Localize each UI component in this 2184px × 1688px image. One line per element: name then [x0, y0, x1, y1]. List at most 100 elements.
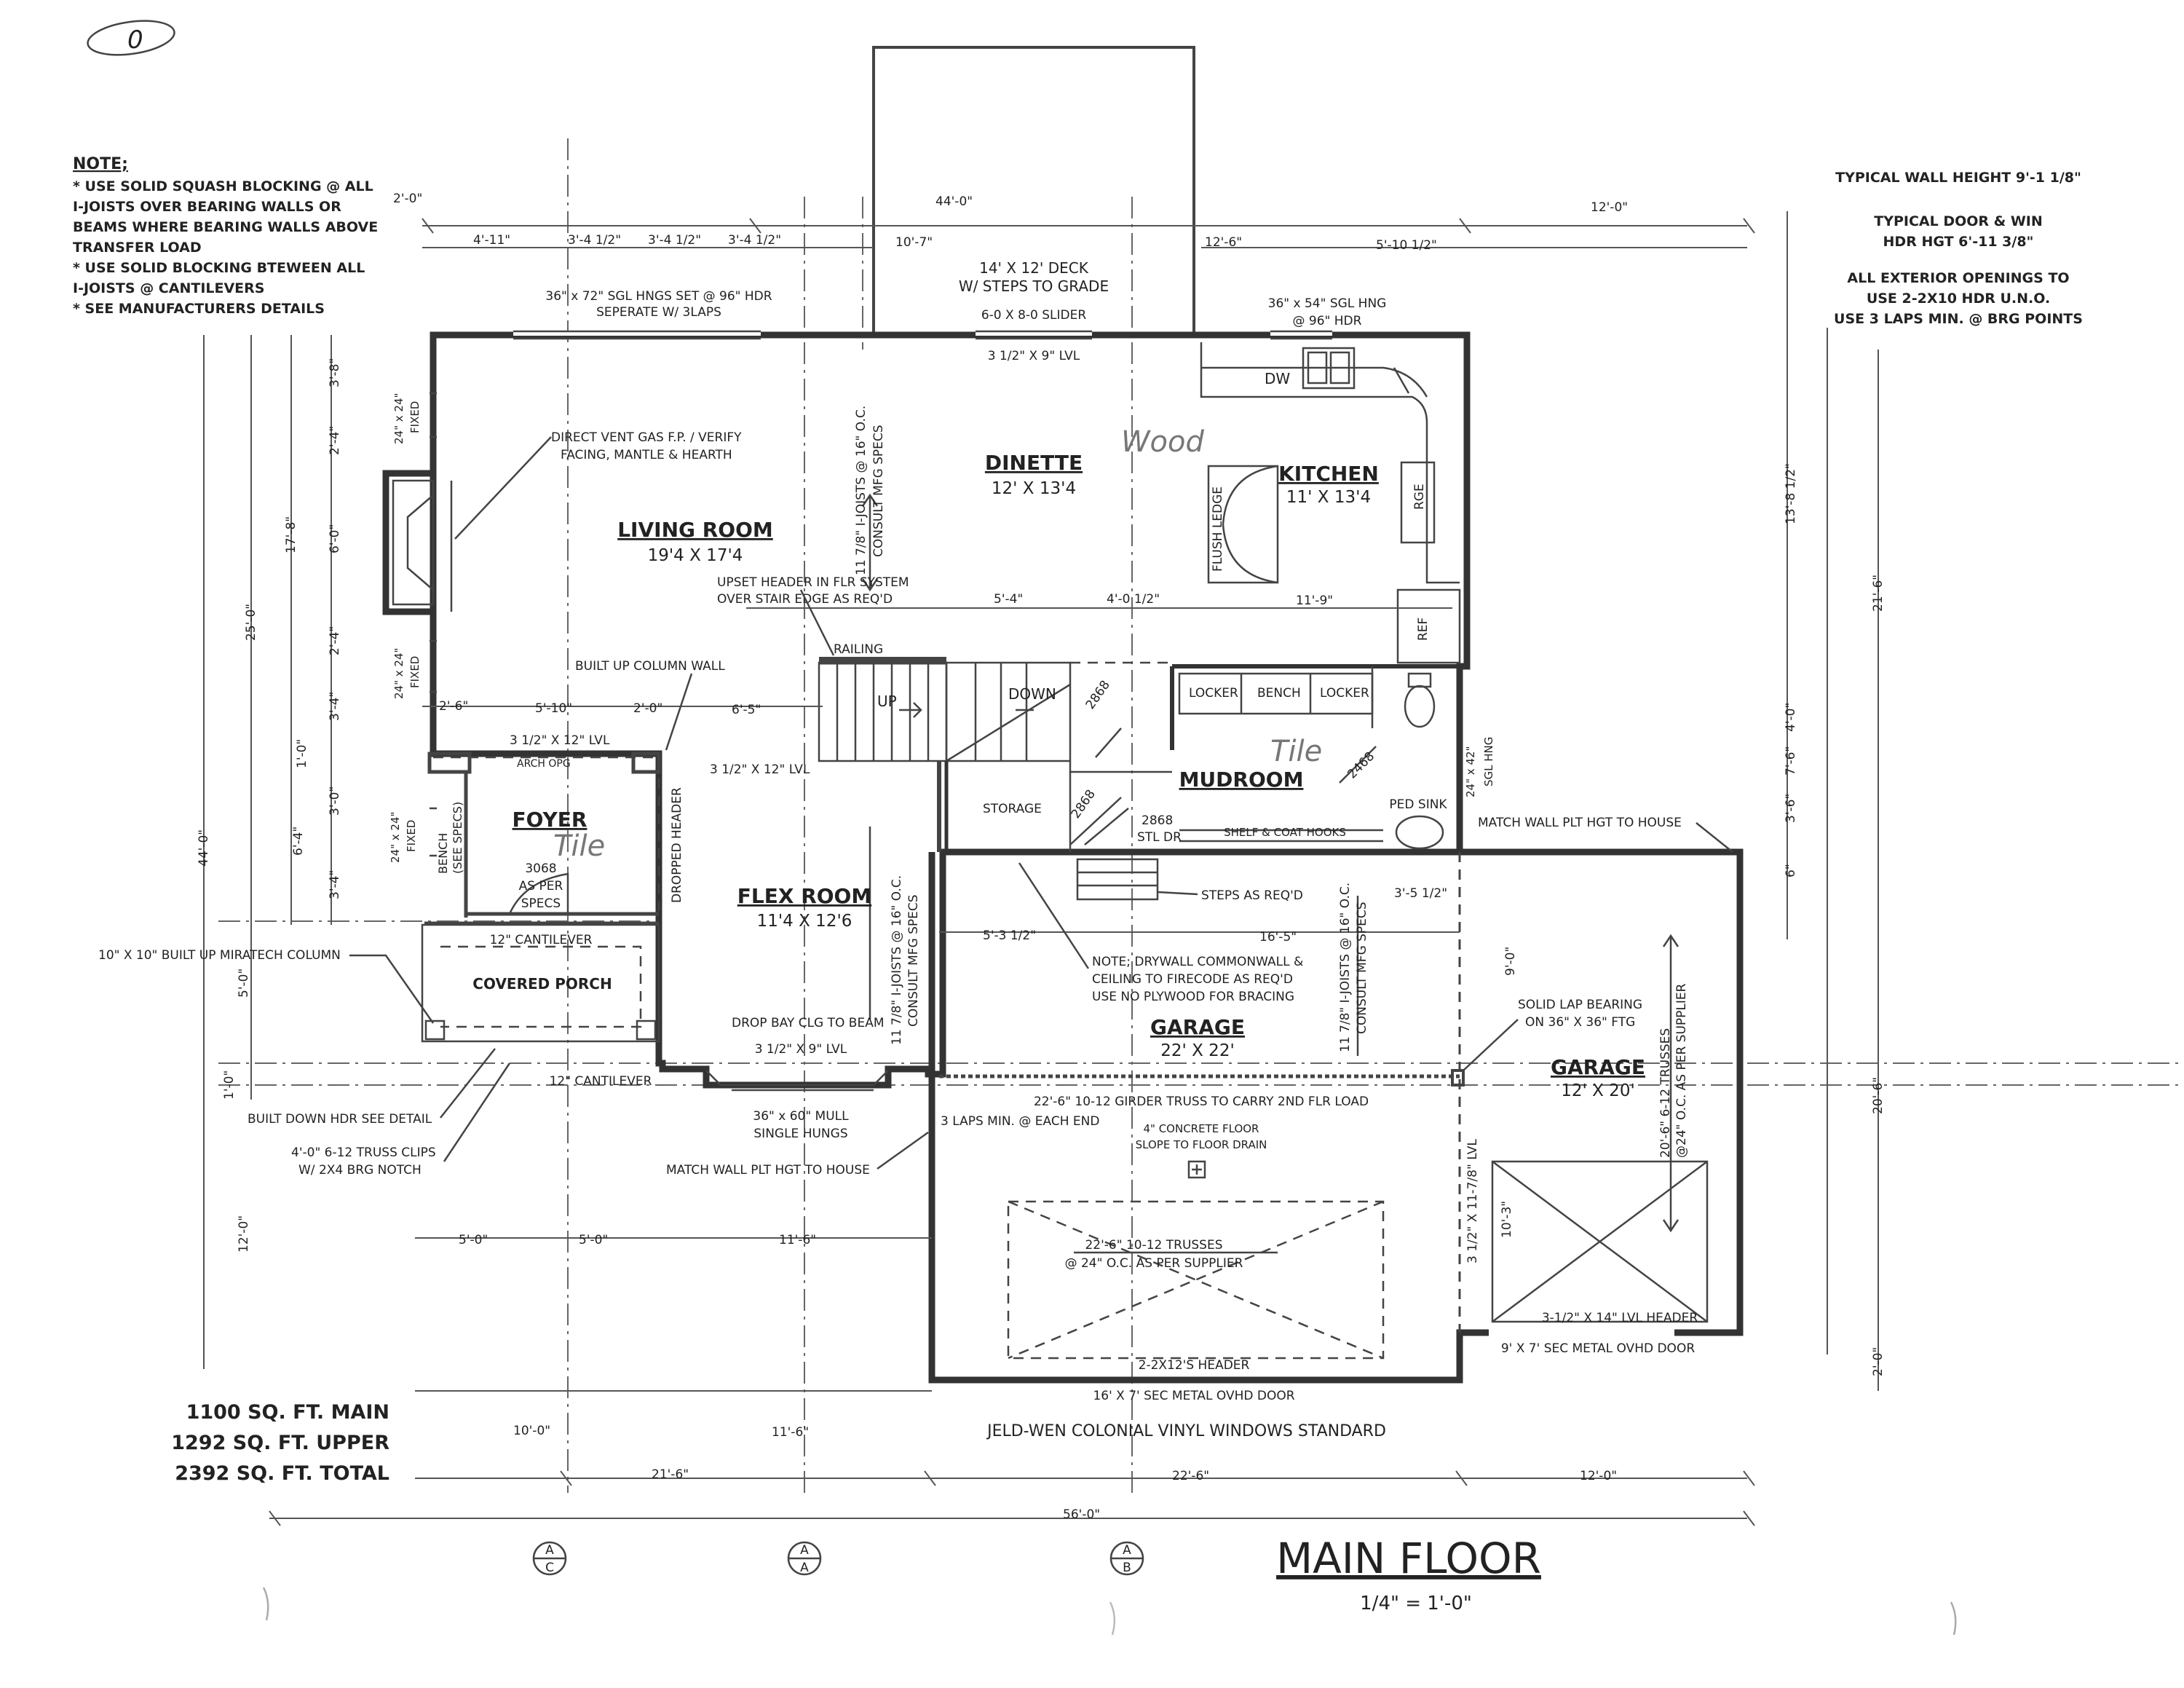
mull-window-label-2: SINGLE HUNGS	[753, 1127, 847, 1141]
dim-11-6-a: 11'-6"	[779, 1233, 816, 1247]
kitchen-size: 11' X 13'4	[1286, 488, 1371, 507]
drawing-scale: 1/4" = 1'-0"	[1360, 1593, 1472, 1614]
windows-top	[430, 330, 1332, 857]
dropped-header-label: DROPPED HEADER	[670, 787, 684, 903]
stl-door-label: STL DR	[1137, 830, 1182, 845]
openings-note-1: ALL EXTERIOR OPENINGS TO	[1847, 270, 2069, 286]
dim-5-3-half: 5'-3 1/2"	[983, 928, 1036, 943]
vdim-2-4-a: 2'-4"	[328, 426, 342, 455]
flex-joists-label-2: CONSULT MFG SPECS	[906, 894, 921, 1027]
dim-2-0-b: 2'-0"	[633, 701, 662, 716]
lvl-12-label-a: 3 1/2" X 12" LVL	[510, 733, 610, 748]
kitchen-name: KITCHEN	[1278, 462, 1379, 486]
garage-2-size: 12' X 20'	[1561, 1081, 1635, 1100]
garage-2-name: GARAGE	[1551, 1055, 1645, 1079]
flush-ledge-label: FLUSH LEDGE	[1211, 486, 1225, 572]
windows-standard-note: JELD-WEN COLONIAL VINYL WINDOWS STANDARD	[986, 1422, 1386, 1440]
deck: 14' X 12' DECK W/ STEPS TO GRADE	[872, 46, 1195, 336]
vdim-44-0: 44'-0"	[197, 829, 211, 867]
truss-clips-label-2: W/ 2X4 BRG NOTCH	[298, 1163, 422, 1178]
grid-marker-2-bottom: A	[800, 1561, 809, 1575]
dim-4-0-half: 4'-0 1/2"	[1107, 592, 1160, 607]
vdim-4-0: 4'-0"	[1784, 703, 1798, 732]
fixed-window-2-size: 24" x 24"	[392, 648, 405, 699]
notes-line-4: TRANSFER LOAD	[73, 240, 202, 256]
vdim-20-6: 20'-6"	[1871, 1077, 1886, 1114]
laps-min-label: 3 LAPS MIN. @ EACH END	[941, 1114, 1099, 1129]
slider-label: 6-0 X 8-0 SLIDER	[981, 308, 1086, 323]
steps-label: STEPS AS REQ'D	[1201, 888, 1303, 903]
handwritten-wood: Wood	[1121, 425, 1204, 459]
solid-lap-label-2: ON 36" X 36" FTG	[1525, 1015, 1635, 1030]
hng-left-label-2: SEPERATE W/ 3LAPS	[596, 305, 721, 320]
match-wall-left-label: MATCH WALL PLT HGT TO HOUSE	[666, 1163, 870, 1178]
built-down-header-label: BUILT DOWN HDR SEE DETAIL	[248, 1112, 432, 1127]
concrete-floor-label-1: 4" CONCRETE FLOOR	[1144, 1122, 1259, 1135]
grid-marker-3-bottom: B	[1123, 1561, 1131, 1575]
grid-marker-3-top: A	[1123, 1543, 1131, 1558]
upper-sqft: 1292 SQ. FT. UPPER	[171, 1432, 389, 1454]
wall-height-note: TYPICAL WALL HEIGHT 9'-1 1/8"	[1835, 170, 2081, 186]
vdim-7-6: 7'-6"	[1784, 746, 1798, 776]
fireplace	[392, 479, 453, 612]
dim-56-0: 56'-0"	[1063, 1507, 1100, 1522]
vdim-1-0-b: 1'-0"	[222, 1070, 237, 1100]
grid-marker-3: A B	[1109, 1541, 1144, 1576]
flex-joists-label-1: 11 7/8" I-JOISTS @ 16" O.C.	[890, 875, 904, 1045]
dim-16-5: 16'-5"	[1259, 930, 1297, 944]
flex-lvl-label: 3 1/2" X 9" LVL	[755, 1042, 847, 1057]
side-trusses-label-1: 20'-6" 6-12 TRUSSES	[1658, 1028, 1673, 1158]
kitchen-cabinets	[1200, 342, 1461, 664]
dinette-size: 12' X 13'4	[992, 479, 1076, 498]
fireplace-label-1: DIRECT VENT GAS F.P. / VERIFY	[551, 430, 742, 445]
fireplace-label-2: FACING, MANTLE & HEARTH	[561, 448, 732, 462]
foyer-bench-label-2: (SEE SPECS)	[451, 802, 464, 874]
grid-marker-2-top: A	[800, 1543, 809, 1558]
dim-3-4-b: 3'-4 1/2"	[648, 233, 701, 248]
vdim-2-4-b: 2'-4"	[328, 626, 342, 655]
ped-sink-label: PED SINK	[1389, 797, 1447, 812]
general-notes: NOTE; * USE SOLID SQUASH BLOCKING @ ALL …	[73, 155, 378, 317]
dim-5-0-a: 5'-0"	[459, 1233, 488, 1247]
grid-marker-1-top: A	[545, 1543, 554, 1558]
window-24x42-label-1: 24" x 42"	[1464, 746, 1477, 797]
notes-heading: NOTE;	[73, 155, 128, 173]
solid-lap-label-1: SOLID LAP BEARING	[1518, 998, 1642, 1012]
window-24x42-label-2: SGL HNG	[1482, 737, 1495, 786]
vdim-5-0: 5'-0"	[237, 969, 251, 998]
stair-down-label: DOWN	[1008, 685, 1056, 703]
grid-marker-1-bottom: C	[545, 1561, 554, 1575]
door-2868-a: 2868	[1083, 678, 1113, 712]
lower-cantilever-label: 12" CANTILEVER	[550, 1074, 652, 1089]
notes-line-6: I-JOISTS @ CANTILEVERS	[73, 280, 264, 296]
vdim-21-6: 21'-6"	[1871, 575, 1886, 612]
vdim-3-4-b: 3'-4"	[328, 870, 342, 899]
openings-note-2: USE 2-2X10 HDR U.N.O.	[1867, 291, 2050, 307]
typical-notes: TYPICAL WALL HEIGHT 9'-1 1/8" TYPICAL DO…	[1834, 170, 2083, 327]
main-sqft: 1100 SQ. FT. MAIN	[186, 1401, 389, 1424]
dim-4-11: 4'-11"	[473, 233, 510, 248]
refrigerator-label: REF	[1416, 618, 1431, 641]
grid-marker-2: A A	[787, 1541, 822, 1576]
dim-5-0-b: 5'-0"	[579, 1233, 608, 1247]
dimension-lines	[203, 211, 1879, 1526]
notes-line-2: I-JOISTS OVER BEARING WALLS OR	[73, 199, 341, 215]
fixed-window-1-type: FIXED	[408, 401, 422, 433]
side-trusses-label-2: @24" O.C. AS PER SUPPLIER	[1674, 983, 1689, 1158]
dim-10-0: 10'-0"	[513, 1424, 550, 1438]
vdim-10-3: 10'-3"	[1500, 1201, 1514, 1238]
hng-left-label-1: 36" x 72" SGL HNGS SET @ 96" HDR	[545, 289, 772, 304]
vdim-17-8: 17'-8"	[284, 516, 298, 553]
annotation-labels: 6-0 X 8-0 SLIDER 3 1/2" X 9" LVL 36" x 7…	[98, 289, 1733, 1440]
bench-label: BENCH	[1257, 686, 1301, 701]
drawing-title-text: MAIN FLOOR	[1276, 1534, 1541, 1583]
drop-bay-label: DROP BAY CLG TO BEAM	[732, 1016, 885, 1030]
dim-2-6: 2'-6"	[439, 699, 468, 714]
garage-1-size: 22' X 22'	[1160, 1041, 1235, 1060]
scan-artifacts	[262, 1587, 1957, 1636]
living-joists-label-2: CONSULT MFG SPECS	[871, 425, 886, 557]
match-wall-right-label: MATCH WALL PLT HGT TO HOUSE	[1478, 816, 1682, 830]
vdim-3-4: 3'-4"	[328, 692, 342, 721]
mull-window-label-1: 36" x 60" MULL	[753, 1109, 849, 1124]
